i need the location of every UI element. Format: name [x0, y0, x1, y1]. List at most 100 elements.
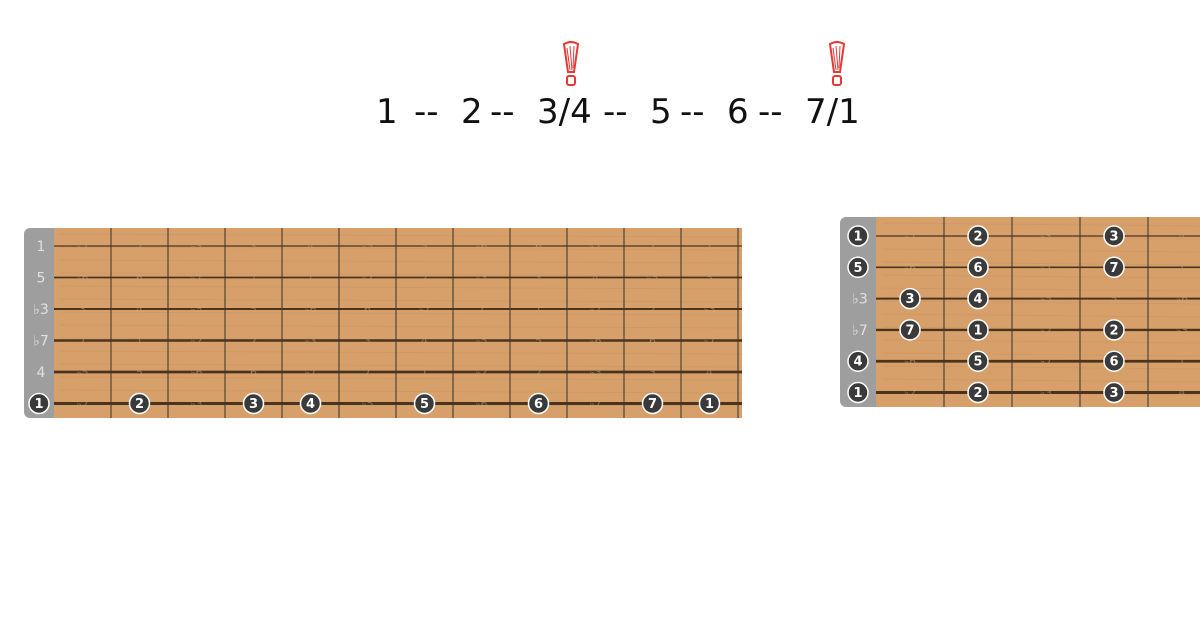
wood-grain: [875, 261, 1200, 266]
note-marker: [1103, 319, 1125, 341]
interval-hint: 4: [421, 335, 428, 348]
nut-label: 1: [37, 239, 46, 255]
wood-grain: [53, 376, 743, 381]
interval-hint: 2: [136, 240, 143, 253]
wood-grain: [53, 311, 743, 316]
note-marker-label: 2: [135, 397, 144, 412]
fretboard-svg: 15♭3♭741♭22♭334♭55♭66♭771♭66♭771♭22♭334♭…: [24, 228, 743, 418]
note-marker-label: 7: [1109, 261, 1118, 276]
interval-hint: 5: [706, 272, 713, 285]
interval-hint: ♭3: [1176, 324, 1188, 337]
interval-hint: ♭7: [589, 398, 601, 411]
note-marker: [899, 287, 921, 310]
interval-hint: 7: [250, 272, 257, 285]
note-marker-label: 5: [853, 261, 862, 276]
interval-hint: ♭5: [1040, 293, 1052, 306]
wood-grain: [875, 287, 1200, 292]
fretboard-wood: [54, 228, 742, 418]
note-marker-label: 3: [249, 397, 258, 412]
interval-hint: 5: [136, 366, 143, 379]
interval-hint: ♭5: [475, 335, 487, 348]
interval-hint: 2: [421, 272, 428, 285]
note-marker-label: 7: [648, 397, 657, 412]
interval-hint: 4: [136, 303, 143, 316]
wood-grain: [53, 272, 743, 277]
exclamation-icon: [559, 40, 583, 88]
interval-hint: 7: [649, 240, 656, 253]
interval-hint: ♭7: [1040, 355, 1052, 368]
note-marker-label: 1: [853, 230, 862, 245]
note-marker: [847, 225, 869, 247]
note-marker: [847, 381, 869, 404]
nut: [24, 228, 60, 418]
interval-hint: ♭3: [475, 272, 487, 285]
wood-grain: [53, 324, 743, 329]
note-marker-label: 2: [1109, 323, 1118, 338]
interval-hint: 4: [592, 272, 599, 285]
interval-hint: 6: [535, 240, 542, 253]
interval-hint: ♭2: [904, 387, 916, 400]
note-marker: [641, 392, 664, 415]
note-marker-label: 4: [306, 397, 315, 412]
note-marker: [847, 350, 869, 372]
interval-hint: 6: [250, 366, 257, 379]
note-marker: [1103, 381, 1125, 404]
interval-hint: ♭2: [190, 335, 202, 348]
interval-hint: ♭6: [475, 240, 487, 253]
note-marker: [1103, 256, 1125, 279]
interval-hint: 4: [1179, 387, 1186, 400]
exclamation-icon: [825, 40, 849, 88]
interval-hint: ♭2: [361, 272, 373, 285]
note-marker: [967, 225, 989, 247]
interval-hint: ♭2: [589, 303, 601, 316]
interval-hint: 3: [364, 335, 371, 348]
interval-hint: ♭7: [703, 335, 715, 348]
wood-grain: [53, 285, 743, 290]
interval-hint: 1: [1179, 355, 1186, 368]
interval-hint: 6: [364, 303, 371, 316]
note-marker: [527, 392, 550, 415]
interval-hint: ♭5: [361, 240, 373, 253]
note-marker-label: 6: [1109, 355, 1118, 370]
nut-label: ♭3: [852, 292, 868, 308]
wood-grain: [875, 365, 1200, 370]
note-marker-label: 7: [905, 323, 914, 338]
interval-hint: ♭2: [1040, 324, 1052, 337]
note-marker: [299, 392, 322, 415]
note-marker: [1103, 225, 1125, 247]
note-marker: [1103, 350, 1125, 372]
interval-hint: ♭2: [904, 230, 916, 243]
note-marker: [28, 392, 50, 415]
interval-hint: ♭5: [190, 303, 202, 316]
wood-grain: [875, 222, 1200, 227]
interval-hint: 1: [706, 240, 713, 253]
interval-hint: 3: [649, 366, 656, 379]
interval-hint: 3: [79, 303, 86, 316]
interval-hint: ♭7: [190, 272, 202, 285]
note-marker: [847, 256, 869, 279]
interval-hint: ♭7: [304, 366, 316, 379]
nut-edge: [54, 228, 60, 418]
formula-step: 5: [650, 92, 672, 132]
note-marker: [413, 392, 436, 415]
wood-grain: [53, 246, 743, 251]
formula-separator: --: [490, 92, 515, 132]
interval-hint: ♭3: [1040, 230, 1052, 243]
interval-hint: 2: [649, 303, 656, 316]
formula-step: 1: [376, 92, 398, 132]
nut-label: ♭7: [33, 334, 49, 350]
note-marker-label: 5: [420, 397, 429, 412]
interval-hint: 7: [364, 366, 371, 379]
interval-hint: 2: [250, 335, 257, 348]
interval-hint: 3: [535, 272, 542, 285]
note-marker-label: 1: [973, 323, 982, 338]
nut-label: 4: [37, 365, 46, 381]
interval-hint: 5: [1111, 293, 1118, 306]
wood-grain: [53, 233, 743, 238]
note-marker-label: 3: [905, 292, 914, 307]
wood-grain: [875, 313, 1200, 318]
wood-grain: [53, 389, 743, 394]
wood-grain: [875, 339, 1200, 344]
fretboard-wood: [876, 217, 1200, 407]
note-marker-label: 4: [973, 292, 982, 307]
